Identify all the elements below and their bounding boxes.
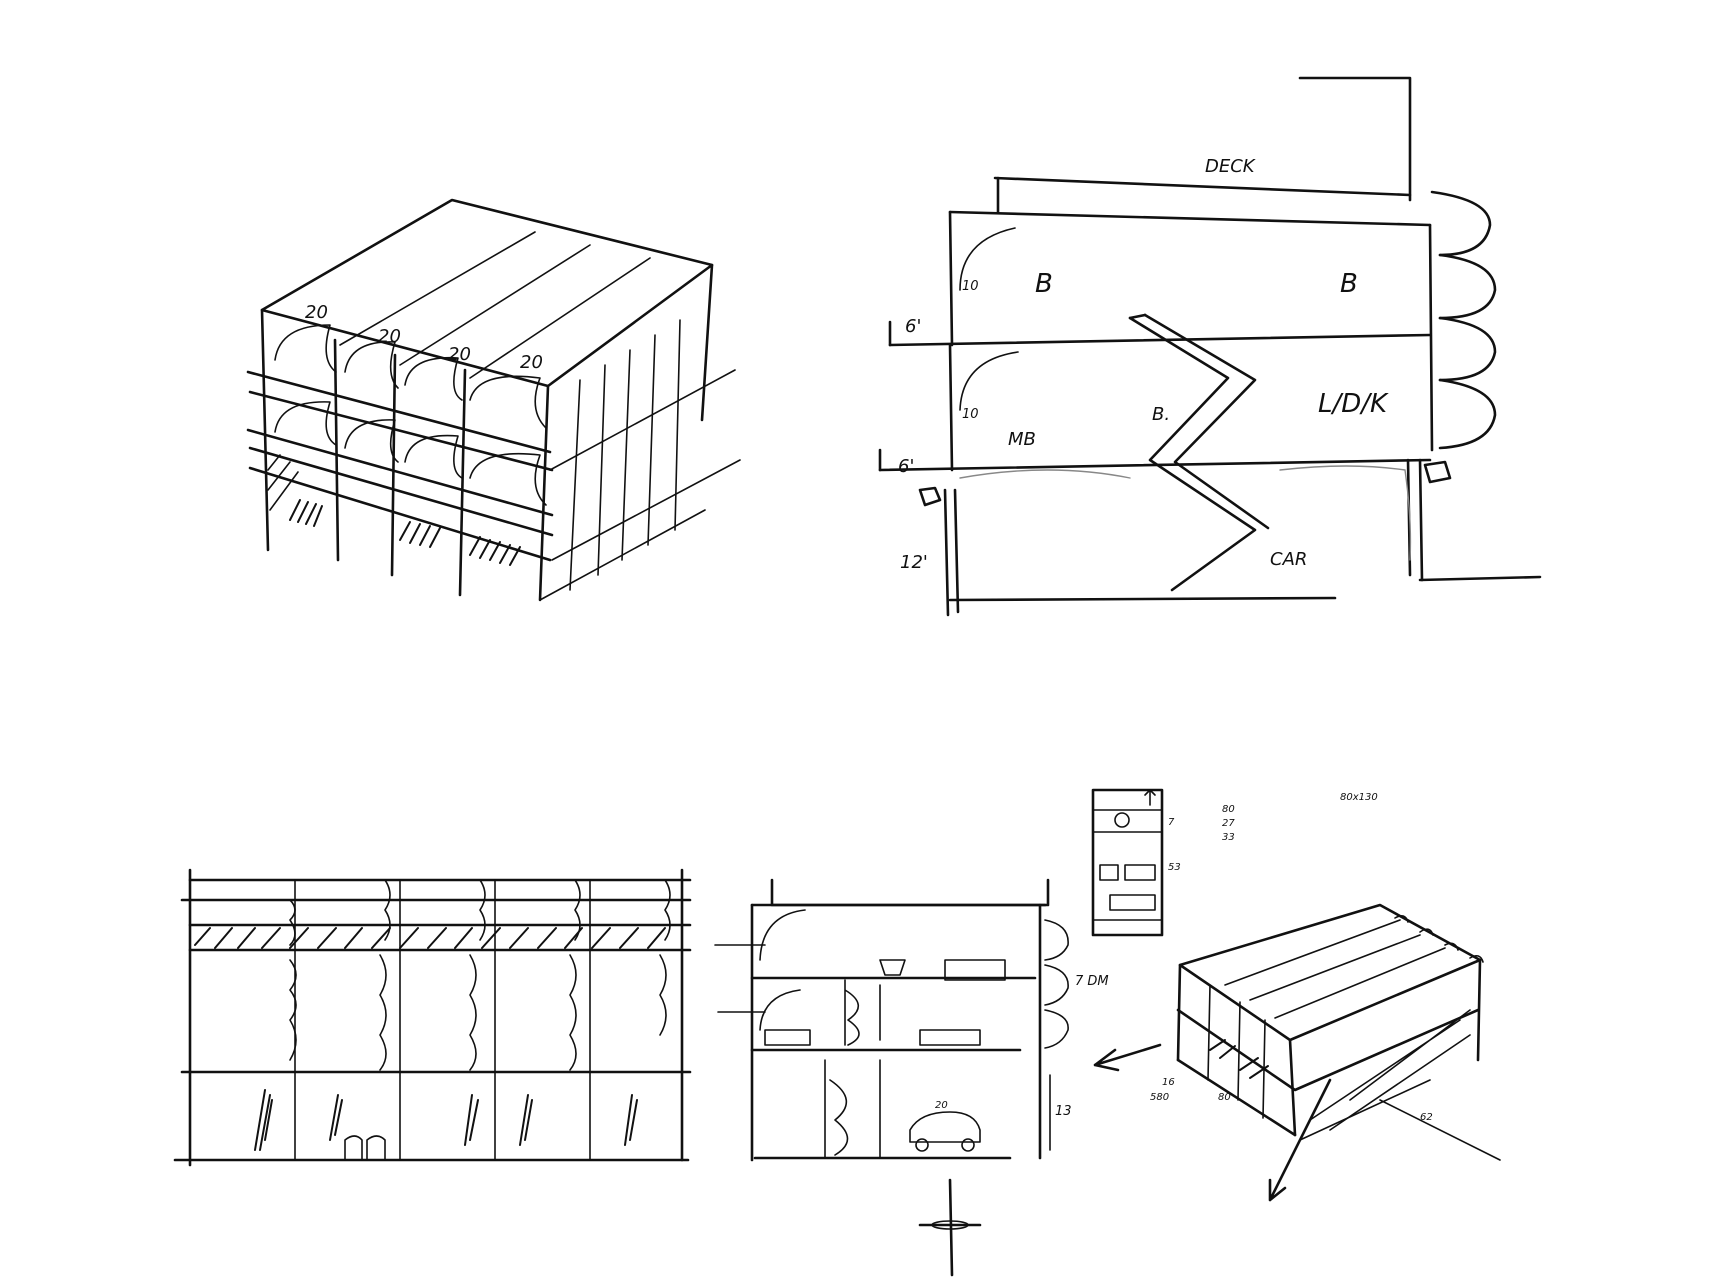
room-label-b2: B bbox=[1340, 269, 1358, 299]
dim-label-10a: 10 bbox=[962, 279, 979, 294]
bay-label-4: 20 bbox=[520, 352, 543, 373]
small-section-sketch: 7 DM 13 20 bbox=[714, 878, 1109, 1162]
axon-note-80: 80 bbox=[1218, 1092, 1231, 1103]
stack-label-53: 53 bbox=[1168, 862, 1181, 873]
total-80: 80 bbox=[1222, 804, 1235, 815]
axon-note-62: 62 bbox=[1420, 1112, 1433, 1123]
dim-label-6b: 6' bbox=[898, 456, 914, 477]
small-axon-sketch: 16 580 80 62 bbox=[1093, 903, 1501, 1202]
bay-label-3: 20 bbox=[448, 344, 471, 365]
stack-label-7: 7 bbox=[1168, 817, 1175, 828]
dim-label-6a: 6' bbox=[905, 316, 921, 337]
axon-building-sketch: 20 20 20 20 bbox=[246, 198, 741, 602]
room-label-b1: B bbox=[1035, 269, 1053, 299]
axon-note-580: 580 bbox=[1150, 1092, 1169, 1103]
room-label-mb: MB bbox=[1008, 429, 1036, 450]
bay-label-1: 20 bbox=[305, 302, 328, 323]
room-label-car: CAR bbox=[1270, 549, 1307, 570]
room-label-ldk: L/D/K bbox=[1318, 389, 1389, 419]
total-33: 33 bbox=[1222, 832, 1235, 843]
bay-label-2: 20 bbox=[378, 326, 401, 347]
room-label-b3: B. bbox=[1152, 404, 1170, 425]
dim-label-12: 12' bbox=[900, 552, 928, 573]
height-note: 7 DM bbox=[1075, 974, 1109, 989]
section-sketch: DECK B B B. MB L/D/K CAR 10 10 6' 6' 12' bbox=[878, 76, 1542, 617]
deck-label: DECK bbox=[1205, 156, 1256, 177]
elevation-sketch bbox=[173, 868, 692, 1167]
stack-diagram: 7 53 80 27 33 80x130 bbox=[1091, 788, 1378, 937]
axon-note-16: 16 bbox=[1162, 1077, 1175, 1088]
car-note: 20 bbox=[935, 1100, 948, 1111]
floor-note: 13 bbox=[1055, 1104, 1072, 1119]
total-27: 27 bbox=[1222, 818, 1235, 829]
dim-label-10b: 10 bbox=[962, 407, 979, 422]
center-cross-mark bbox=[918, 1178, 982, 1277]
size-note: 80x130 bbox=[1340, 792, 1378, 803]
